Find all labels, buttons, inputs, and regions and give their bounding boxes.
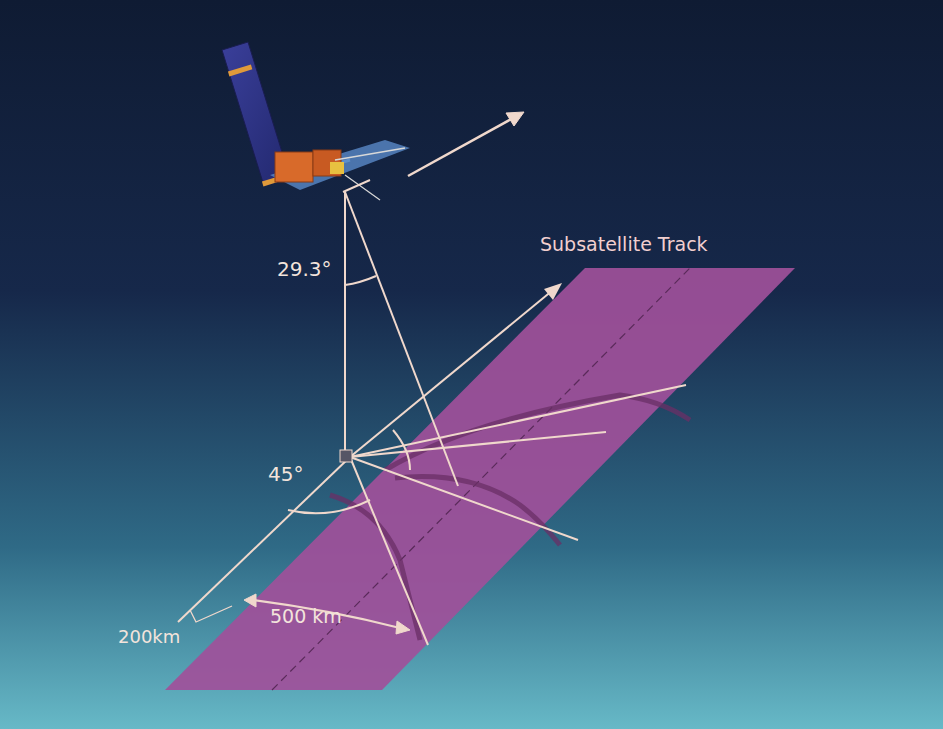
swath — [165, 268, 795, 690]
angle-label: 29.3° — [277, 258, 332, 280]
beam-footprints — [330, 395, 690, 640]
dimension-label: 200km — [118, 627, 180, 647]
track-label: Subsatellite Track — [540, 234, 708, 255]
velocity-arrow — [408, 112, 524, 176]
offset-dimension — [190, 606, 232, 622]
track-arrowhead — [544, 283, 562, 300]
dimension-label: 500 km — [270, 606, 342, 627]
swath-width-dimension — [244, 594, 410, 634]
nadir-point — [340, 450, 352, 462]
angle-label: 45° — [268, 463, 303, 485]
satellite — [222, 42, 410, 200]
